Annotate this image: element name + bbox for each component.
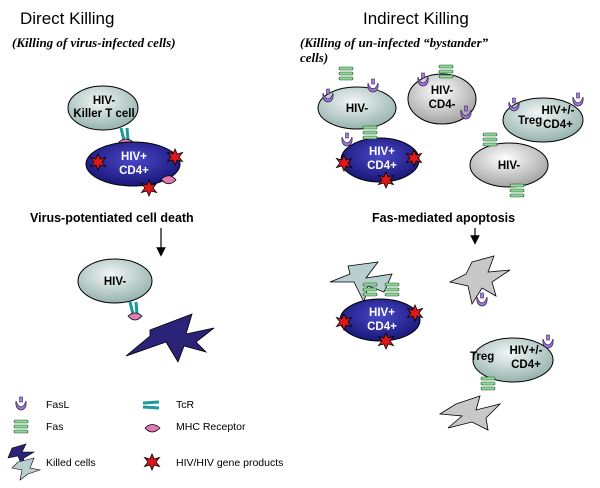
cell-b-label-line1: HIV-: [431, 85, 454, 97]
effector-cell: HIV-: [77, 258, 153, 321]
killed-cells-icon: [7, 443, 42, 481]
legend-fas-label: Fas: [46, 421, 64, 433]
cell-c-label-line2: CD4+: [543, 119, 573, 131]
after-treg-label-line1: HIV+/-: [510, 345, 543, 357]
cell-treg-upper: Treg HIV+/- CD4+: [502, 92, 584, 143]
fas-icon: [13, 419, 29, 434]
cell-e-label: HIV-: [498, 160, 521, 172]
direct-process-label: Virus-potentiated cell death: [30, 211, 194, 225]
fas-icon: [362, 282, 378, 297]
killer-t-cell: HIV- Killer T cell: [67, 85, 139, 131]
killer-t-cell-label-line2: Killer T cell: [73, 108, 134, 120]
legend-mhc-label: MHC Receptor: [176, 421, 246, 433]
legend-fasl-label: FasL: [46, 399, 70, 411]
direct-killing-title: Direct Killing: [20, 9, 114, 28]
legend-hiv-label: HIV/HIV gene products: [176, 457, 283, 469]
cell-infected-indirect: HIV+ CD4+: [336, 125, 422, 189]
fas-icon: [482, 132, 498, 147]
fas-icon: [509, 183, 525, 198]
fasl-icon: [367, 78, 379, 93]
cell-b-label-line2: CD4-: [429, 99, 456, 111]
legend-killed-label: Killed cells: [46, 457, 96, 469]
cell-d-label-line2: CD4+: [367, 160, 397, 172]
fas-icon: [384, 282, 400, 297]
fas-icon: [480, 376, 496, 391]
fasl-icon: [15, 396, 27, 411]
mhc-receptor-icon: [144, 424, 161, 433]
killed-bystander-cell-light: [329, 261, 393, 304]
cell-hiv-neg-e: HIV-: [469, 132, 549, 198]
after-d-label-line1: HIV+: [369, 307, 395, 319]
killer-t-cell-label-line1: HIV-: [93, 95, 116, 107]
target-cell-label-line2: CD4+: [119, 165, 149, 177]
indirect-killing-subtitle-line1: (Killing of un-infected “bystander”: [300, 35, 489, 50]
after-d-label-line2: CD4+: [367, 321, 397, 333]
effector-cell-label: HIV-: [104, 276, 127, 288]
hiv-gene-product-icon: [144, 453, 160, 471]
indirect-killing-title: Indirect Killing: [363, 9, 469, 28]
cell-a-label: HIV-: [346, 103, 369, 115]
cell-c-label-line1: HIV+/-: [542, 105, 575, 117]
tcr-icon: [142, 400, 160, 410]
fas-icon: [438, 64, 454, 79]
fasl-icon: [476, 292, 488, 307]
legend: FasL Fas Killed cells TcR MHC Receptor H…: [7, 396, 283, 481]
fasl-icon: [572, 92, 584, 107]
killed-treg-target-debris: [438, 395, 502, 431]
treg-cell-after: Treg HIV+/- CD4+: [470, 334, 554, 391]
fasl-icon: [542, 334, 554, 349]
infected-target-cell: HIV+ CD4+: [85, 141, 183, 197]
fasl-icon: [341, 132, 353, 147]
indirect-process-label: Fas-mediated apoptosis: [372, 211, 515, 225]
cell-c-prefix: Treg: [518, 115, 542, 127]
cell-hiv-neg-cd4-neg: HIV- CD4-: [407, 64, 477, 125]
target-cell-label-line1: HIV+: [121, 151, 147, 163]
fas-icon: [362, 125, 378, 140]
indirect-killing-subtitle-line2: cells): [300, 50, 328, 65]
fas-icon: [338, 66, 354, 81]
mhc-receptor-icon: [160, 175, 177, 185]
infected-cell-after: HIV+ CD4+: [336, 282, 423, 350]
after-treg-label-line2: CD4+: [511, 359, 541, 371]
cell-hiv-neg-a: HIV-: [317, 66, 397, 130]
legend-tcr-label: TcR: [176, 399, 195, 411]
killed-bystander-cell-gray: [448, 255, 511, 307]
after-treg-prefix: Treg: [470, 351, 494, 363]
killed-cell-debris: [125, 313, 215, 363]
cell-d-label-line1: HIV+: [369, 146, 395, 158]
direct-killing-subtitle: (Killing of virus-infected cells): [12, 35, 176, 50]
